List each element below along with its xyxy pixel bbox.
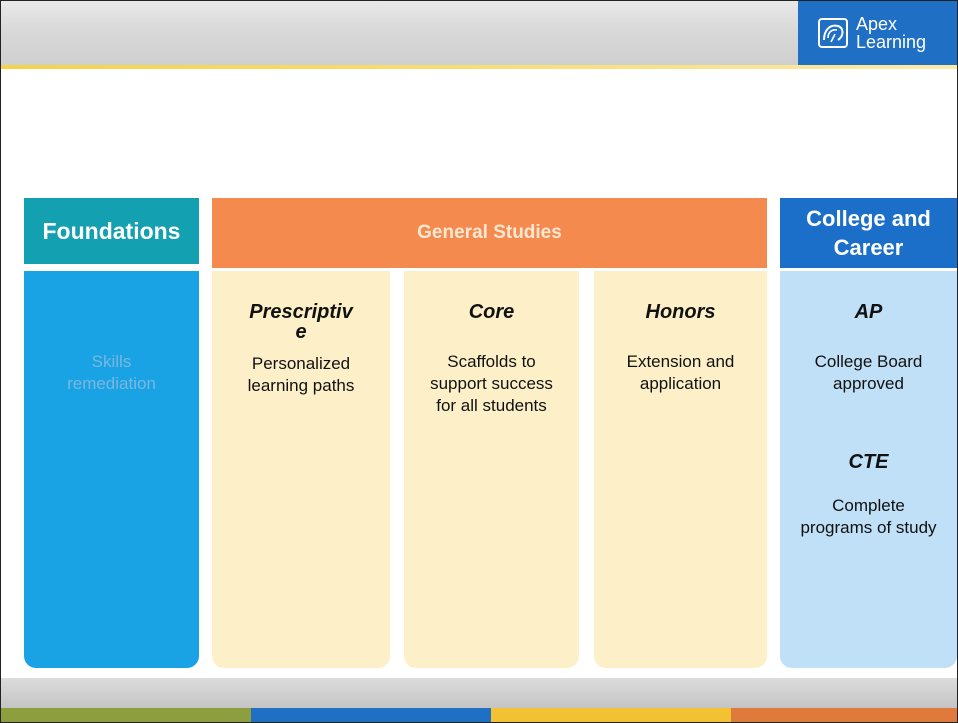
general-studies-header: General Studies xyxy=(212,198,767,268)
foundations-text: Skills remediation xyxy=(67,352,156,393)
cte-text: Complete programs of study xyxy=(800,496,937,537)
footer-stripe-yellow xyxy=(491,708,731,722)
honors-text: Extension and application xyxy=(626,352,735,393)
cte-title: CTE xyxy=(848,451,889,473)
ap-text: College Board approved xyxy=(814,352,923,393)
top-accent-line xyxy=(1,65,957,69)
logo-line-2: Learning xyxy=(856,32,927,52)
prescriptive-column: Prescriptiv e Personalized learning path… xyxy=(212,271,390,668)
foundations-header: Foundations xyxy=(24,198,199,264)
college-career-title-line2: Career xyxy=(833,235,904,260)
foundations-column: Skills remediation xyxy=(24,271,199,668)
core-title: Core xyxy=(468,301,515,323)
footer-bar xyxy=(1,678,957,708)
honors-column: Honors Extension and application xyxy=(594,271,767,668)
logo-text: Apex Learning xyxy=(856,15,926,51)
ap-title: AP xyxy=(854,301,883,323)
college-career-title-line1: College and xyxy=(806,206,931,231)
footer-stripe-orange xyxy=(731,708,957,722)
college-career-column: AP College Board approved CTE Complete p… xyxy=(780,271,957,668)
logo-line-1: Apex xyxy=(856,14,898,34)
footer-stripe-green xyxy=(1,708,251,722)
footer-stripe-blue xyxy=(251,708,491,722)
prescriptive-title: Prescriptiv xyxy=(249,301,353,323)
prescriptive-text: Personalized learning paths xyxy=(247,354,355,395)
brain-logo-icon xyxy=(818,18,848,48)
top-bar xyxy=(1,1,957,65)
college-career-header: College and Career xyxy=(780,198,957,268)
apex-learning-logo: Apex Learning xyxy=(798,1,957,65)
core-column: Core Scaffolds to support success for al… xyxy=(404,271,579,668)
honors-title: Honors xyxy=(645,301,716,323)
prescriptive-title-wrap: e xyxy=(295,321,307,343)
core-text: Scaffolds to support success for all stu… xyxy=(430,352,553,415)
